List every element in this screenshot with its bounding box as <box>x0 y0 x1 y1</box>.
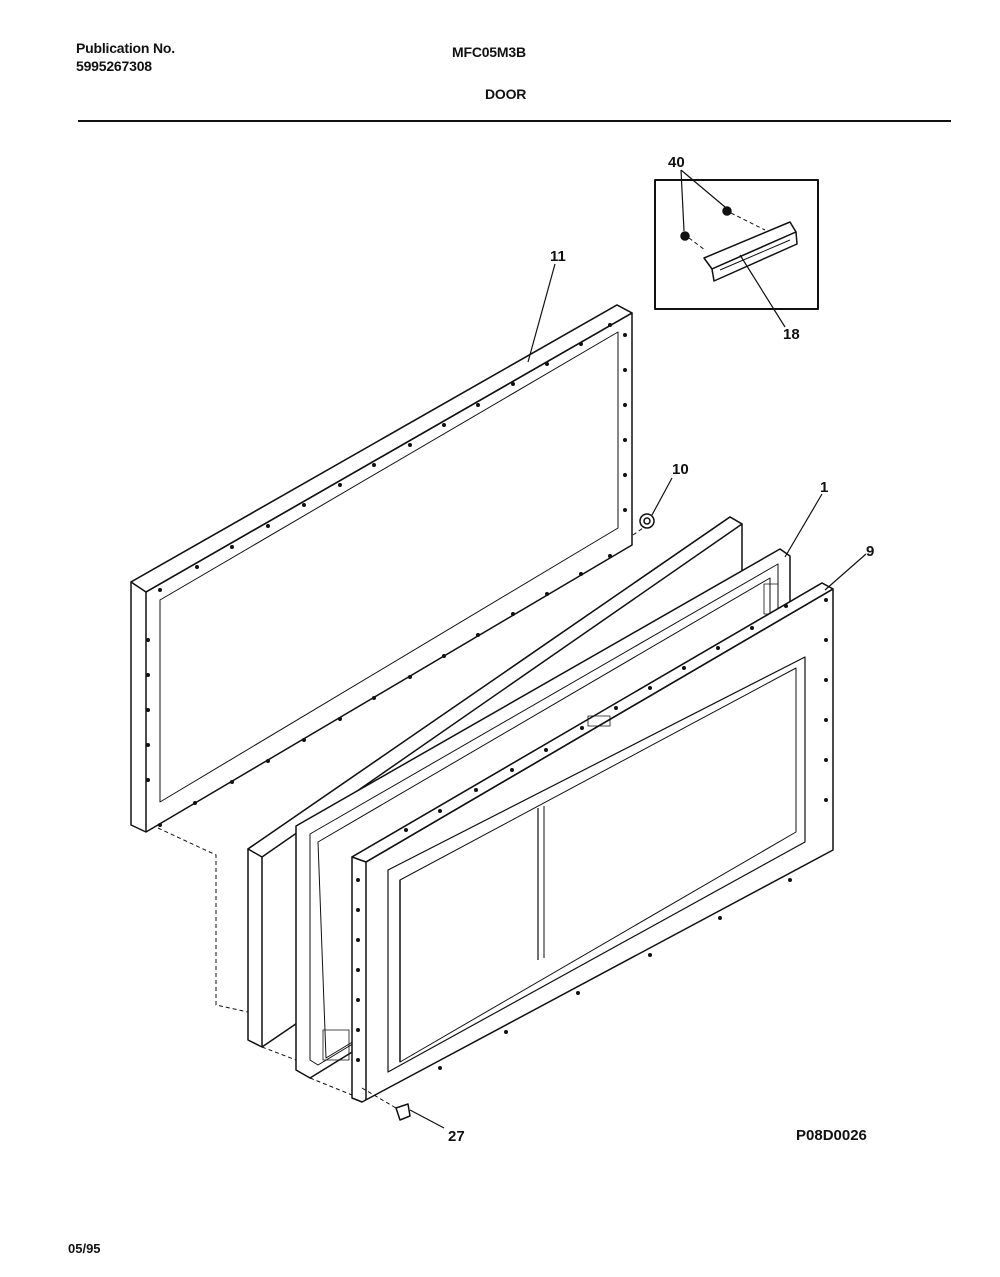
header-rule <box>78 120 951 122</box>
callout-11: 11 <box>550 248 566 265</box>
screw-40-lower <box>680 231 690 241</box>
callout-9: 9 <box>866 543 874 560</box>
callout-18: 18 <box>783 326 800 343</box>
callout-1: 1 <box>820 479 828 496</box>
model-number: MFC05M3B <box>452 44 526 60</box>
callout-40: 40 <box>668 154 685 171</box>
outer-door-9 <box>351 582 834 1103</box>
handle-inset <box>654 169 819 328</box>
handle-part <box>703 221 798 282</box>
alignment-lines <box>157 527 644 1096</box>
panel-11 <box>130 304 633 833</box>
screw-27 <box>361 1087 445 1129</box>
drawing-code: P08D0026 <box>796 1127 867 1144</box>
date-code: 05/95 <box>68 1241 101 1256</box>
screw-40-upper <box>722 206 732 216</box>
callout-10: 10 <box>672 461 689 478</box>
publication-label: Publication No. <box>76 40 175 56</box>
section-title: DOOR <box>485 86 527 102</box>
callout-27: 27 <box>448 1128 465 1145</box>
leader-lines <box>527 263 867 591</box>
part-10-plug <box>639 513 655 529</box>
publication-number: 5995267308 <box>76 58 152 74</box>
